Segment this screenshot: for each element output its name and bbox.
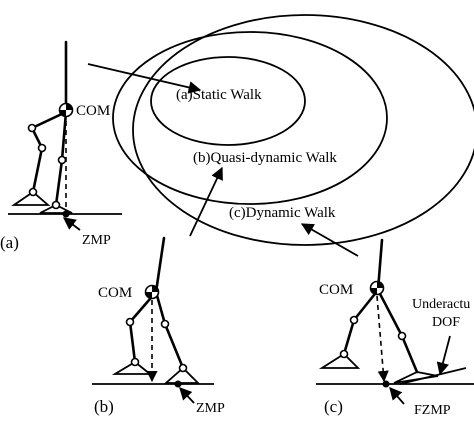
- dof-leader-line: [436, 335, 451, 376]
- figure-a-tag: (a): [0, 233, 19, 252]
- quasi-dynamic-walk-label: (b)Quasi-dynamic Walk: [193, 150, 337, 166]
- underactuated-dof-label-line2: DOF: [432, 315, 460, 330]
- figure-c-tag: (c): [324, 397, 343, 416]
- dynamic-walk-region: [132, 14, 474, 246]
- dof-angle-line: [399, 367, 467, 385]
- arrow-c-to-dynamic: [300, 223, 359, 257]
- fzmp-arrow-c: [389, 387, 405, 405]
- foot-c-right: [393, 371, 439, 384]
- zmp-point-b: [174, 380, 182, 388]
- foot-c-left: [318, 352, 361, 369]
- robot-figure-a: [8, 40, 122, 231]
- quasi-dynamic-region: [112, 31, 388, 205]
- robot-figure-b: [92, 236, 214, 404]
- zmp-label-a: ZMP: [82, 233, 111, 248]
- arrow-a-to-static: [87, 63, 202, 94]
- fzmp-label-c: FZMP: [414, 403, 451, 418]
- com-marker-b: [144, 284, 160, 300]
- static-walk-region: [150, 56, 306, 146]
- arrow-b-to-quasi: [189, 166, 223, 237]
- figure-b-tag: (b): [94, 397, 114, 416]
- zmp-arrow-b: [179, 387, 195, 404]
- zmp-arrow-a: [62, 217, 81, 231]
- com-label-a: COM: [76, 103, 110, 119]
- static-walk-label: (a)Static Walk: [176, 87, 262, 103]
- com-marker-a: [58, 102, 74, 118]
- com-marker-c: [369, 280, 385, 296]
- com-label-b: COM: [98, 285, 132, 301]
- com-label-c: COM: [319, 282, 353, 298]
- dynamic-walk-label: (c)Dynamic Walk: [229, 205, 336, 221]
- fzmp-point-c: [382, 380, 390, 388]
- underactuated-dof-label-line1: Underactu: [412, 297, 470, 312]
- foot-a-right: [39, 203, 73, 214]
- region-ellipses: [112, 14, 474, 246]
- zmp-point-a: [62, 210, 70, 218]
- foot-b-left: [111, 360, 153, 375]
- zmp-label-b: ZMP: [196, 401, 225, 416]
- com-projection-c: [376, 295, 389, 383]
- foot-b-right: [163, 366, 201, 384]
- robot-figure-c: [316, 238, 474, 405]
- foot-a-left: [11, 190, 51, 206]
